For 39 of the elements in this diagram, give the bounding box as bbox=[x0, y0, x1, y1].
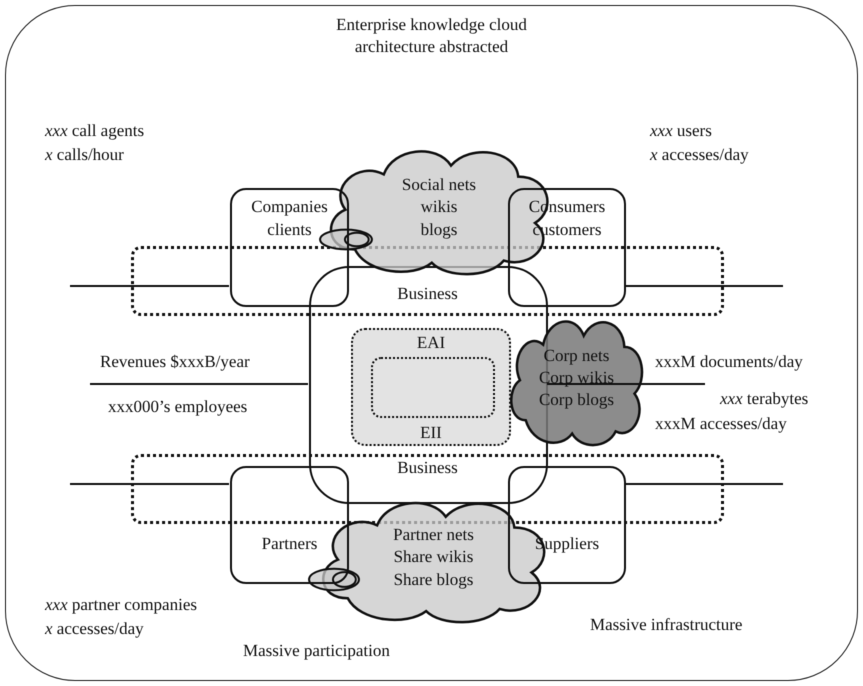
annotation-text: xxxM documents/day bbox=[655, 352, 803, 372]
connector-line bbox=[90, 383, 308, 385]
annotation-text: xxx terabytes bbox=[720, 389, 808, 410]
annotation-text: xxx users bbox=[650, 121, 712, 142]
node-label: Share blogs bbox=[394, 568, 474, 591]
annotation-text: xxxM accesses/day bbox=[655, 414, 787, 434]
node-label: Business bbox=[397, 283, 458, 305]
annotation-text: xxx partner companies bbox=[45, 595, 197, 616]
connector-line bbox=[70, 285, 229, 287]
annotation-text: Massive infrastructure bbox=[590, 615, 742, 636]
thought-bubble bbox=[308, 568, 360, 591]
node-label: Partner nets bbox=[393, 524, 474, 546]
connector-line bbox=[547, 383, 705, 385]
outer-frame bbox=[5, 5, 858, 681]
annotation-text: Revenues $xxxB/year bbox=[100, 352, 250, 372]
node-label: wikis bbox=[420, 196, 458, 218]
node-label: Business bbox=[397, 457, 458, 479]
node-label: Corp nets bbox=[544, 344, 610, 367]
dotted-box bbox=[371, 357, 495, 418]
annotation-text: xxx000’s employees bbox=[108, 397, 248, 418]
connector-line bbox=[70, 483, 229, 485]
annotation-text: x accesses/day bbox=[45, 619, 144, 640]
annotation-text: xxx call agents bbox=[45, 121, 144, 142]
dotted-box bbox=[351, 328, 511, 446]
node-label: Social nets bbox=[402, 174, 476, 196]
connector-line bbox=[625, 483, 783, 485]
node-label: Enterprise knowledge cloud architecture abstracted bbox=[335, 14, 528, 58]
annotation-text: x calls/hour bbox=[45, 145, 124, 166]
node-label: blogs bbox=[420, 218, 458, 241]
node-label: Corp blogs bbox=[538, 389, 614, 412]
node-label: Corp wikis bbox=[538, 366, 614, 389]
connector-line bbox=[625, 285, 783, 287]
node-label: EAI bbox=[416, 332, 446, 354]
node-label: Partners bbox=[260, 533, 318, 556]
node-label: EII bbox=[420, 422, 442, 444]
node-label: Share wikis bbox=[394, 546, 474, 568]
annotation-text: Massive participation bbox=[243, 641, 390, 662]
node-label: Companies clients bbox=[250, 196, 329, 241]
annotation-text: x accesses/day bbox=[650, 145, 749, 166]
